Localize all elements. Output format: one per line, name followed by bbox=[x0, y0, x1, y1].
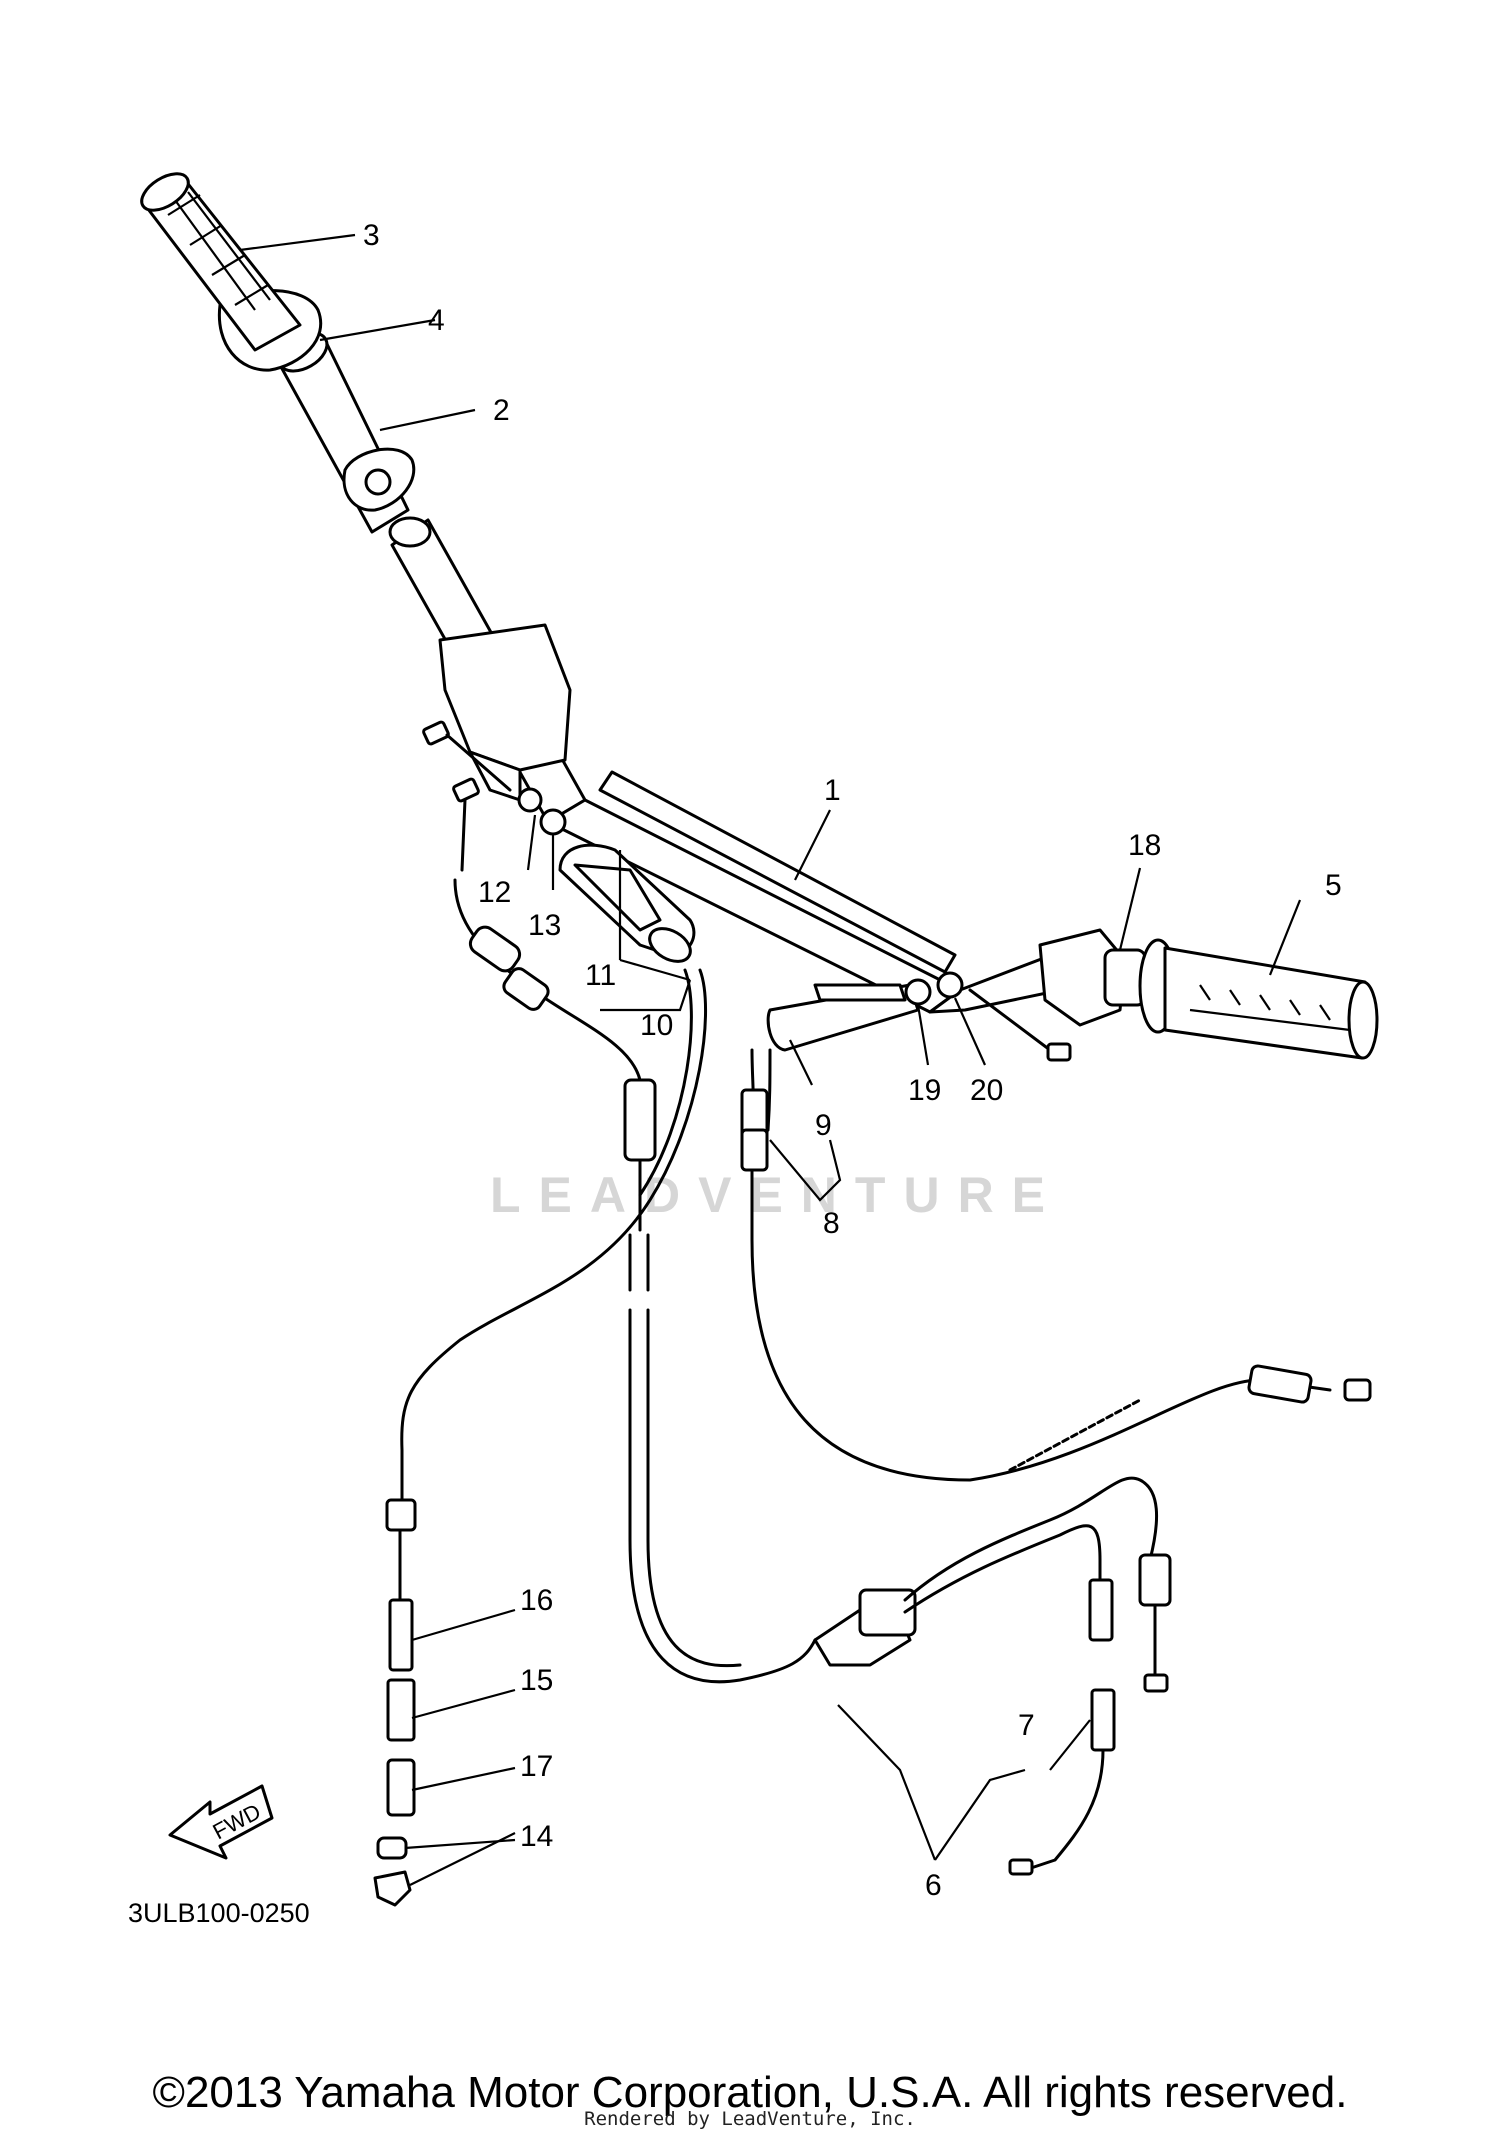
callout-12: 12 bbox=[478, 876, 511, 909]
callout-7: 7 bbox=[1018, 1709, 1035, 1742]
callout-13: 13 bbox=[528, 909, 561, 942]
clutch-lever bbox=[558, 843, 696, 963]
callout-5: 5 bbox=[1325, 869, 1342, 902]
leader-lines bbox=[239, 233, 1302, 1886]
callout-8: 8 bbox=[823, 1207, 840, 1240]
bar-clamp bbox=[438, 623, 572, 772]
callout-16: 16 bbox=[520, 1584, 553, 1617]
watermark: LEADVENTURE bbox=[490, 1167, 1063, 1223]
rendered-by-note: Rendered by LeadVenture, Inc. bbox=[584, 2108, 916, 2130]
callout-14: 14 bbox=[520, 1820, 553, 1853]
callout-9: 9 bbox=[815, 1109, 832, 1142]
grip-pattern-right bbox=[1189, 984, 1351, 1032]
grip-pattern-left bbox=[167, 191, 271, 311]
fwd-arrow-icon: FWD bbox=[168, 1784, 274, 1860]
adjuster-13 bbox=[539, 808, 567, 836]
callout-20: 20 bbox=[970, 1074, 1003, 1107]
left-grip-assembly bbox=[140, 172, 416, 534]
callout-4: 4 bbox=[428, 304, 445, 337]
callout-19: 19 bbox=[908, 1074, 941, 1107]
right-grip-assembly bbox=[1038, 928, 1379, 1060]
adjuster-19 bbox=[904, 978, 932, 1006]
washer-17 bbox=[376, 1836, 408, 1860]
callout-15: 15 bbox=[520, 1664, 553, 1697]
right-holder bbox=[1038, 928, 1127, 1027]
nut-20 bbox=[936, 971, 964, 999]
diagram-code: 3ULB100-0250 bbox=[128, 1898, 310, 1928]
callout-17: 17 bbox=[520, 1750, 553, 1783]
holder-15 bbox=[386, 1758, 416, 1817]
callouts: 3 4 2 1 18 5 12 13 11 10 9 8 19 20 16 15… bbox=[363, 219, 1342, 1902]
callout-6: 6 bbox=[925, 1869, 942, 1902]
callout-1: 1 bbox=[824, 774, 841, 807]
adjuster-nut-12 bbox=[517, 787, 543, 813]
brake-lever bbox=[766, 983, 920, 1052]
callout-3: 3 bbox=[363, 219, 380, 252]
spring-16 bbox=[386, 1678, 416, 1742]
callout-11: 11 bbox=[585, 959, 616, 992]
callout-10: 10 bbox=[640, 1009, 673, 1042]
throttle-cable-long bbox=[628, 1233, 817, 1684]
callout-2: 2 bbox=[493, 394, 510, 427]
clutch-cable bbox=[750, 1048, 1332, 1482]
choke-cable bbox=[400, 968, 708, 1512]
callout-18: 18 bbox=[1128, 829, 1161, 862]
throttle-housing bbox=[813, 1476, 1172, 1876]
screw-14 bbox=[373, 1870, 412, 1907]
copyright-notice: ©2013 Yamaha Motor Corporation, U.S.A. A… bbox=[152, 2068, 1348, 2117]
